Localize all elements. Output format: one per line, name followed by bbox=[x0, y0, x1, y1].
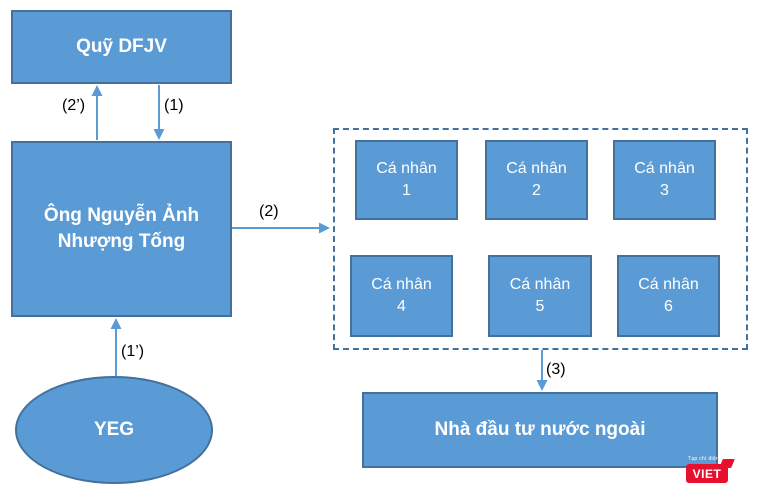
node-individual-6: Cá nhân 6 bbox=[617, 255, 720, 337]
node-yeg: YEG bbox=[15, 376, 213, 484]
node-fund-dfjv-label: Quỹ DFJV bbox=[76, 36, 167, 58]
node-individual-5: Cá nhân 5 bbox=[488, 255, 592, 337]
node-individual-3-label: Cá nhân 3 bbox=[634, 160, 695, 199]
node-individual-4-label: Cá nhân 4 bbox=[371, 276, 432, 315]
arrow-label-3: (3) bbox=[546, 361, 566, 378]
arrow-label-2prime: (2’) bbox=[62, 97, 86, 114]
node-fund-dfjv: Quỹ DFJV bbox=[11, 10, 232, 84]
node-yeg-label: YEG bbox=[93, 419, 135, 441]
viet-logo-flap-icon bbox=[719, 459, 735, 468]
node-owner: Ông Nguyễn Ảnh Nhượng Tống bbox=[11, 141, 232, 317]
node-individual-1-label: Cá nhân 1 bbox=[376, 160, 437, 199]
node-individual-2-label: Cá nhân 2 bbox=[506, 160, 567, 199]
individuals-group-container bbox=[333, 128, 748, 350]
arrow-label-1prime: (1’) bbox=[121, 343, 145, 360]
node-individual-5-label: Cá nhân 5 bbox=[509, 276, 571, 315]
arrow-2-right bbox=[232, 222, 330, 234]
node-individual-2: Cá nhân 2 bbox=[485, 140, 588, 220]
viet-watermark-logo: Tạp chí điện tử VIET bbox=[686, 456, 738, 486]
arrow-label-2: (2) bbox=[259, 203, 279, 220]
viet-logo-badge: VIET bbox=[686, 459, 735, 483]
arrow-label-1: (1) bbox=[164, 97, 184, 114]
node-individual-3: Cá nhân 3 bbox=[613, 140, 716, 220]
node-individual-1: Cá nhân 1 bbox=[355, 140, 458, 220]
node-individual-4: Cá nhân 4 bbox=[350, 255, 453, 337]
arrow-1-down bbox=[153, 85, 165, 140]
node-individual-6-label: Cá nhân 6 bbox=[638, 276, 699, 315]
node-foreign-investor: Nhà đầu tư nước ngoài bbox=[362, 392, 718, 468]
arrow-2prime-up bbox=[91, 85, 103, 140]
viet-logo-name: VIET bbox=[692, 466, 722, 481]
viet-logo-tagline: Tạp chí điện tử bbox=[688, 456, 727, 462]
node-owner-label: Ông Nguyễn Ảnh Nhượng Tống bbox=[43, 205, 200, 252]
arrow-1prime-up bbox=[110, 318, 122, 376]
node-foreign-investor-label: Nhà đầu tư nước ngoài bbox=[434, 419, 646, 441]
